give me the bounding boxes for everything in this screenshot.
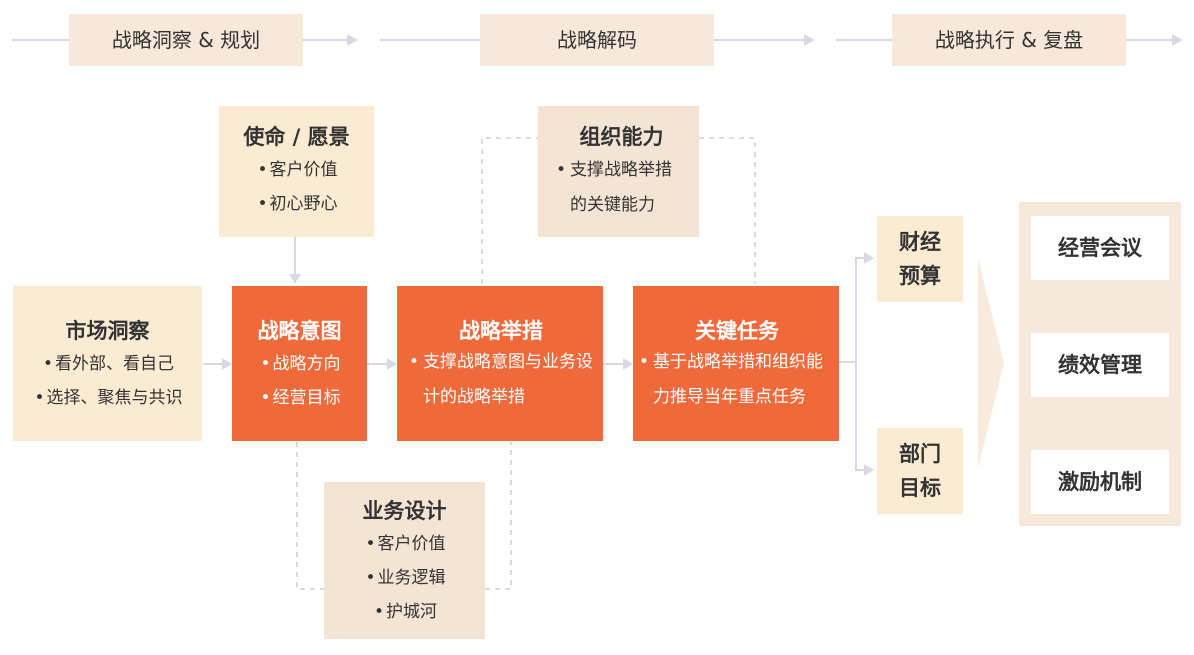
phase-decoding: 战略解码 [480, 14, 714, 66]
strategic-initiatives-box: 战略举措 •支撑战略意图与业务设计的战略举措 [397, 286, 603, 441]
bullet: • [257, 194, 268, 214]
list-item: •初心野心 [219, 187, 374, 221]
bullet: • [365, 568, 376, 588]
key-tasks-title: 关键任务 [695, 319, 779, 343]
bullet: • [409, 352, 420, 372]
performance-management-card: 绩效管理 [1031, 333, 1169, 397]
phase-execution-review: 战略执行 & 复盘 [892, 14, 1126, 66]
bullet: • [257, 160, 268, 180]
bullet: • [639, 352, 650, 372]
list-item: •护城河 [324, 595, 485, 629]
finance-budget-line-1: 财经 [899, 230, 941, 254]
mission-vision-box: 使命 / 愿景 •客户价值 •初心野心 [219, 106, 374, 237]
list-item-text: 业务逻辑 [377, 568, 446, 588]
list-item-text: 客户价值 [269, 160, 338, 180]
bullet: • [260, 388, 271, 408]
bullet: • [556, 160, 567, 180]
phase-insight-planning: 战略洞察 & 规划 [69, 14, 303, 66]
market-insight-title: 市场洞察 [65, 319, 150, 343]
mechanisms-panel: 经营会议 绩效管理 激励机制 [1019, 202, 1181, 526]
finance-budget-box: 财经 预算 [877, 216, 963, 302]
list-item-text: 基于战略举措和组织能力推导当年重点任务 [653, 352, 823, 407]
list-item: •客户价值 [324, 527, 485, 561]
list-item: •业务逻辑 [324, 561, 485, 595]
bullet: • [260, 354, 271, 374]
list-item: •支撑战略举措的关键能力 [556, 153, 687, 223]
list-item: •选择、聚焦与共识 [13, 381, 202, 415]
org-capability-box: 组织能力 •支撑战略举措的关键能力 [538, 106, 699, 237]
business-meeting-card: 经营会议 [1031, 216, 1169, 280]
list-item: •基于战略举措和组织能力推导当年重点任务 [639, 345, 835, 415]
list-item: •支撑战略意图与业务设计的战略举措 [409, 345, 593, 415]
dept-goals-line-1: 部门 [899, 442, 941, 466]
market-insight-box: 市场洞察 •看外部、看自己 •选择、聚焦与共识 [13, 286, 202, 441]
list-item: •战略方向 [232, 347, 367, 381]
strategic-initiatives-title: 战略举措 [459, 319, 543, 343]
bullet: • [373, 602, 385, 622]
list-item-text: 支撑战略意图与业务设计的战略举措 [423, 352, 593, 407]
strategic-intent-box: 战略意图 •战略方向 •经营目标 [232, 286, 367, 441]
business-design-box: 业务设计 •客户价值 •业务逻辑 •护城河 [324, 482, 485, 639]
list-item-text: 支撑战略举措的关键能力 [570, 160, 672, 215]
list-item: •看外部、看自己 [13, 347, 202, 381]
strategic-intent-title: 战略意图 [257, 319, 342, 343]
business-design-title: 业务设计 [362, 499, 447, 523]
list-item: •客户价值 [219, 153, 374, 187]
finance-budget-line-2: 预算 [899, 264, 941, 288]
incentive-mechanism-card: 激励机制 [1031, 450, 1169, 514]
dept-goals-box: 部门 目标 [877, 428, 963, 514]
dept-goals-line-2: 目标 [899, 476, 941, 500]
list-item-text: 经营目标 [272, 388, 341, 408]
list-item-text: 看外部、看自己 [55, 354, 174, 374]
list-item-text: 护城河 [386, 602, 437, 622]
big-chevron-arrow [978, 258, 1004, 468]
bullet: • [365, 534, 376, 554]
org-capability-title: 组织能力 [579, 125, 664, 149]
mission-vision-title: 使命 / 愿景 [243, 125, 350, 149]
bullet: • [42, 354, 54, 374]
list-item-text: 客户价值 [377, 534, 446, 554]
bullet: • [34, 388, 45, 408]
key-tasks-box: 关键任务 •基于战略举措和组织能力推导当年重点任务 [633, 286, 839, 441]
list-item-text: 初心野心 [269, 194, 338, 214]
list-item: •经营目标 [232, 381, 367, 415]
list-item-text: 战略方向 [272, 354, 341, 374]
list-item-text: 选择、聚焦与共识 [46, 388, 183, 408]
